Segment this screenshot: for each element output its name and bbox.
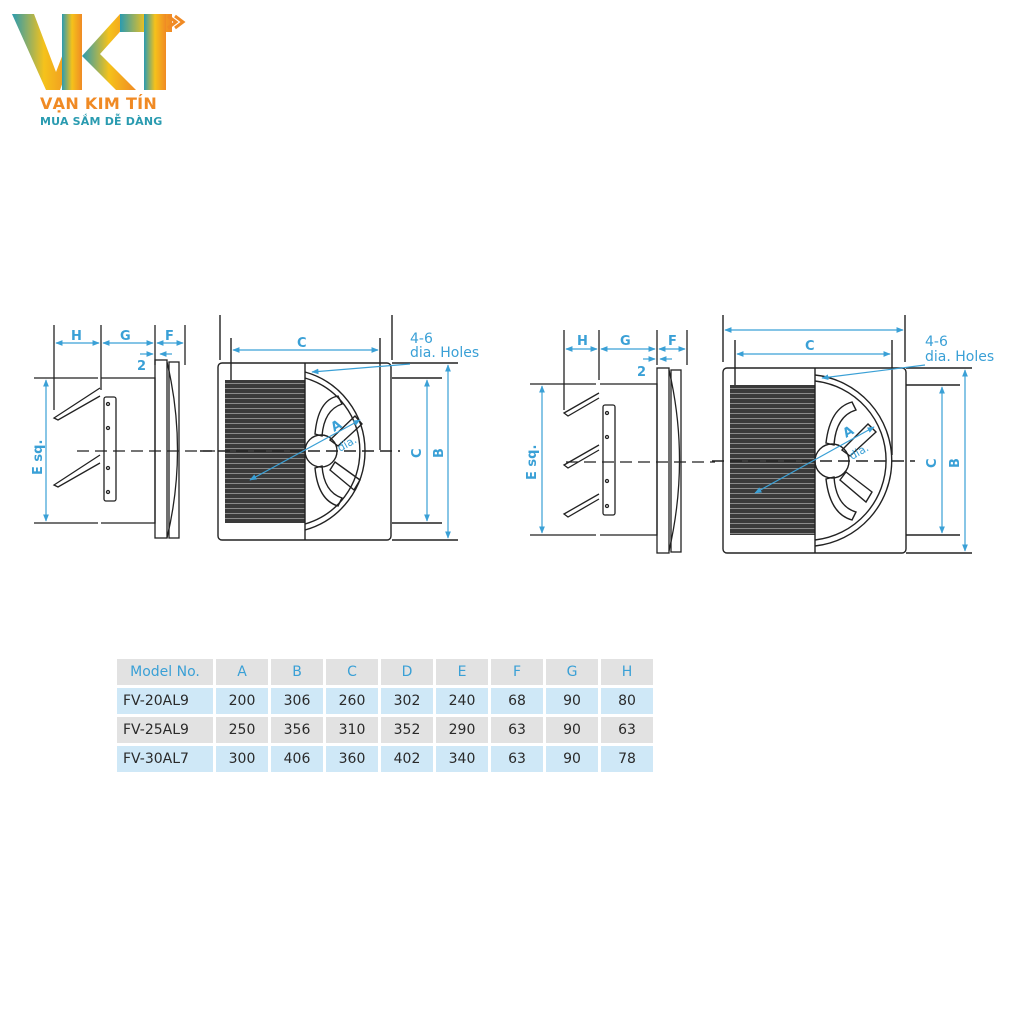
dim-b-label: B xyxy=(432,448,447,458)
dim-h-label: H xyxy=(71,329,82,344)
dim-a-label: A xyxy=(329,417,345,435)
cell-model: FV-25AL9 xyxy=(117,717,213,743)
dim-c-side-label-2: C xyxy=(925,458,940,468)
cell-h: 80 xyxy=(601,688,653,714)
header-e: E xyxy=(436,659,488,685)
vkt-logo-icon xyxy=(12,14,186,90)
dim-g-label: G xyxy=(120,329,131,344)
dim-g-label-2: G xyxy=(620,334,631,349)
dim-h-label-2: H xyxy=(577,334,588,349)
dim-a-dia-label-2: dia. xyxy=(847,441,871,462)
side-dimensions-large xyxy=(539,346,686,534)
dim-gap-label: 2 xyxy=(137,359,146,374)
cell-a: 300 xyxy=(216,746,268,772)
cell-a: 200 xyxy=(216,688,268,714)
dimensions-table: Model No. A B C D E F G H FV-20AL9 200 3… xyxy=(114,656,656,775)
dim-c-top-label: C xyxy=(297,336,307,351)
side-view-large xyxy=(530,330,715,554)
cell-f: 63 xyxy=(491,746,543,772)
header-d: D xyxy=(381,659,433,685)
cell-e: 290 xyxy=(436,717,488,743)
side-view-small xyxy=(34,325,215,539)
brand-logo xyxy=(8,6,198,136)
cell-c: 260 xyxy=(326,688,378,714)
dim-f-label-2: F xyxy=(668,334,677,349)
cell-h: 78 xyxy=(601,746,653,772)
cell-d: 352 xyxy=(381,717,433,743)
cell-g: 90 xyxy=(546,717,598,743)
front-dimensions-large xyxy=(724,327,968,552)
dim-e-label: E sq. xyxy=(31,440,46,475)
table-row: FV-30AL7 300 406 360 402 340 63 90 78 xyxy=(117,746,653,772)
cell-f: 68 xyxy=(491,688,543,714)
cell-c: 310 xyxy=(326,717,378,743)
brand-slogan: MUA SẮM DỄ DÀNG xyxy=(40,115,163,128)
header-g: G xyxy=(546,659,598,685)
dim-b-label-2: B xyxy=(948,458,963,468)
cell-g: 90 xyxy=(546,746,598,772)
header-h: H xyxy=(601,659,653,685)
dim-gap-label-2: 2 xyxy=(637,365,646,380)
cell-g: 90 xyxy=(546,688,598,714)
header-b: B xyxy=(271,659,323,685)
table-row: FV-25AL9 250 356 310 352 290 63 90 63 xyxy=(117,717,653,743)
front-dimensions-small xyxy=(232,347,451,539)
holes-note-label-2: dia. Holes xyxy=(925,349,994,365)
header-c: C xyxy=(326,659,378,685)
cell-b: 356 xyxy=(271,717,323,743)
cell-a: 250 xyxy=(216,717,268,743)
cell-f: 63 xyxy=(491,717,543,743)
dim-c-top-label-2: C xyxy=(805,339,815,354)
cell-model: FV-30AL7 xyxy=(117,746,213,772)
header-a: A xyxy=(216,659,268,685)
brand-name: VẠN KIM TÍN xyxy=(40,94,158,113)
cell-e: 340 xyxy=(436,746,488,772)
table-header-row: Model No. A B C D E F G H xyxy=(117,659,653,685)
holes-count-label-2: 4-6 xyxy=(925,334,948,350)
cell-model: FV-20AL9 xyxy=(117,688,213,714)
header-f: F xyxy=(491,659,543,685)
dimension-drawings: H G F 2 E sq. C 4-6 dia. Holes A dia. C … xyxy=(31,315,994,554)
cell-h: 63 xyxy=(601,717,653,743)
cell-c: 360 xyxy=(326,746,378,772)
header-model: Model No. xyxy=(117,659,213,685)
dim-a-label-2: A xyxy=(841,423,857,441)
cell-d: 302 xyxy=(381,688,433,714)
dim-c-side-label: C xyxy=(410,448,425,458)
cell-b: 306 xyxy=(271,688,323,714)
cell-b: 406 xyxy=(271,746,323,772)
cell-d: 402 xyxy=(381,746,433,772)
cell-e: 240 xyxy=(436,688,488,714)
holes-count-label: 4-6 xyxy=(410,331,433,347)
dim-f-label: F xyxy=(165,329,174,344)
side-dimensions-small xyxy=(43,340,184,522)
dim-e-label-2: E sq. xyxy=(525,445,540,480)
holes-note-label: dia. Holes xyxy=(410,345,479,361)
table-row: FV-20AL9 200 306 260 302 240 68 90 80 xyxy=(117,688,653,714)
